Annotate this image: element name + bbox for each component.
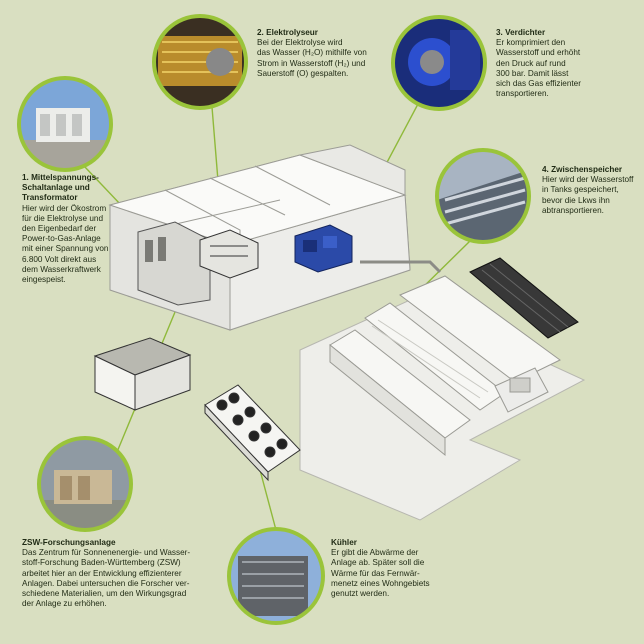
gravel-container [93,337,192,411]
storage-tanks [469,257,579,339]
zsw-text-1: Das Zentrum für Sonnenenergie- und Wasse… [22,548,191,558]
storage-title: 4. Zwischenspeicher [542,165,623,174]
compressor-title: 3. Verdichter [496,28,546,37]
zsw-title: ZSW-Forschungsanlage [22,538,116,547]
electrolyzer-caption: 2. Elektrolyseur Bei der Elektrolyse wir… [257,28,392,79]
cooler-photo [229,529,323,623]
cooler-unit [204,384,301,482]
storage-text-2: in Tanks gespeichert, [542,185,619,195]
electrolyzer-photo [154,16,246,108]
cooler-text-1: Er gibt die Abwärme der [331,548,419,558]
storage-text-3: bevor die Lkws ihn [542,195,610,205]
electrolyzer-text-1: Bei der Elektrolyse wird [257,38,343,48]
transformer-text-4: Power-to-Gas-Anlage [22,234,101,244]
compressor-caption: 3. Verdichter Er komprimiert den Wassers… [496,28,606,99]
cooler-text-3: Wärme für das Fernwär- [331,568,420,578]
transformer-equipment [137,221,211,306]
storage-photo [437,150,529,242]
transformer-photo [19,78,111,170]
hydrogen-trailers [329,275,561,457]
zsw-text-4: Anlagen. Dabei untersuchen die Forscher … [22,578,190,588]
transformer-text-7: dem Wasserkraftwerk [22,264,101,274]
compressor-text-5: sich das Gas effizienter [496,79,581,89]
transformer-text-5: mit einer Spannung von [22,244,109,254]
compressor-photo-ring [391,15,487,111]
cooler-photo-ring [227,527,325,625]
electrolyzer-text-3: Strom in Wasserstoff (H₂) und [257,58,366,68]
zsw-caption: ZSW-Forschungsanlage Das Zentrum für Son… [22,538,207,609]
transformer-title-2: Schaltanlage und [22,183,90,193]
zsw-text-2: stoff-Forschung Baden-Württemberg (ZSW) [22,558,181,568]
storage-text-4: abtransportieren. [542,205,604,215]
transformer-text-3: den Eigenbedarf der [22,224,97,234]
transformer-text-8: eingespeist. [22,275,66,285]
transformer-title-1: 1. Mittelspannungs- [22,173,99,182]
electrolyzer-title: 2. Elektrolyseur [257,28,318,37]
transformer-text-1: Hier wird der Ökostrom [22,203,107,213]
zsw-text-3: arbeitet hier an der Entwicklung effizie… [22,568,182,578]
cooler-caption: Kühler Er gibt die Abwärme der Anlage ab… [331,538,451,599]
electrolyzer-photo-ring [152,14,248,110]
zsw-photo-ring [37,436,133,532]
compressor-equipment [294,224,353,273]
compressor-text-4: 300 bar. Damit lässt [496,68,569,78]
electrolyzer-text-2: das Wasser (H₂O) mithilfe von [257,48,367,58]
zsw-photo [39,438,131,530]
electrolyzer-equipment [199,229,259,279]
cooler-text-4: menetz eines Wohngebiets [331,578,430,588]
photo-circles [17,14,531,625]
zsw-text-5: schiedene Materialien, um den Wirkungsgr… [22,589,187,599]
transformer-photo-ring [17,76,113,172]
compressor-text-3: den Druck auf rund [496,58,566,68]
storage-photo-ring [435,148,531,244]
compressor-text-6: transportieren. [496,89,549,99]
electrolyzer-text-4: Sauerstoff (O) gespalten. [257,68,349,78]
cooler-title: Kühler [331,538,357,547]
cooler-text-5: genutzt werden. [331,589,390,599]
transformer-caption: 1. Mittelspannungs- Schaltanlage und Tra… [22,173,130,285]
storage-caption: 4. Zwischenspeicher Hier wird der Wasser… [542,165,642,216]
compressor-photo [393,17,485,109]
compressor-text-1: Er komprimiert den [496,38,566,48]
cooler-text-2: Anlage ab. Später soll die [331,558,425,568]
transformer-text-2: für die Elektrolyse und [22,213,104,223]
compressor-text-2: Wasserstoff und erhöht [496,48,581,58]
transformer-text-6: 6.800 Volt direkt aus [22,254,97,264]
zsw-text-6: der Anlage zu erhöhen. [22,599,107,609]
transformer-title-3: Transformator [22,193,78,203]
storage-text-1: Hier wird der Wasserstoff [542,175,634,185]
